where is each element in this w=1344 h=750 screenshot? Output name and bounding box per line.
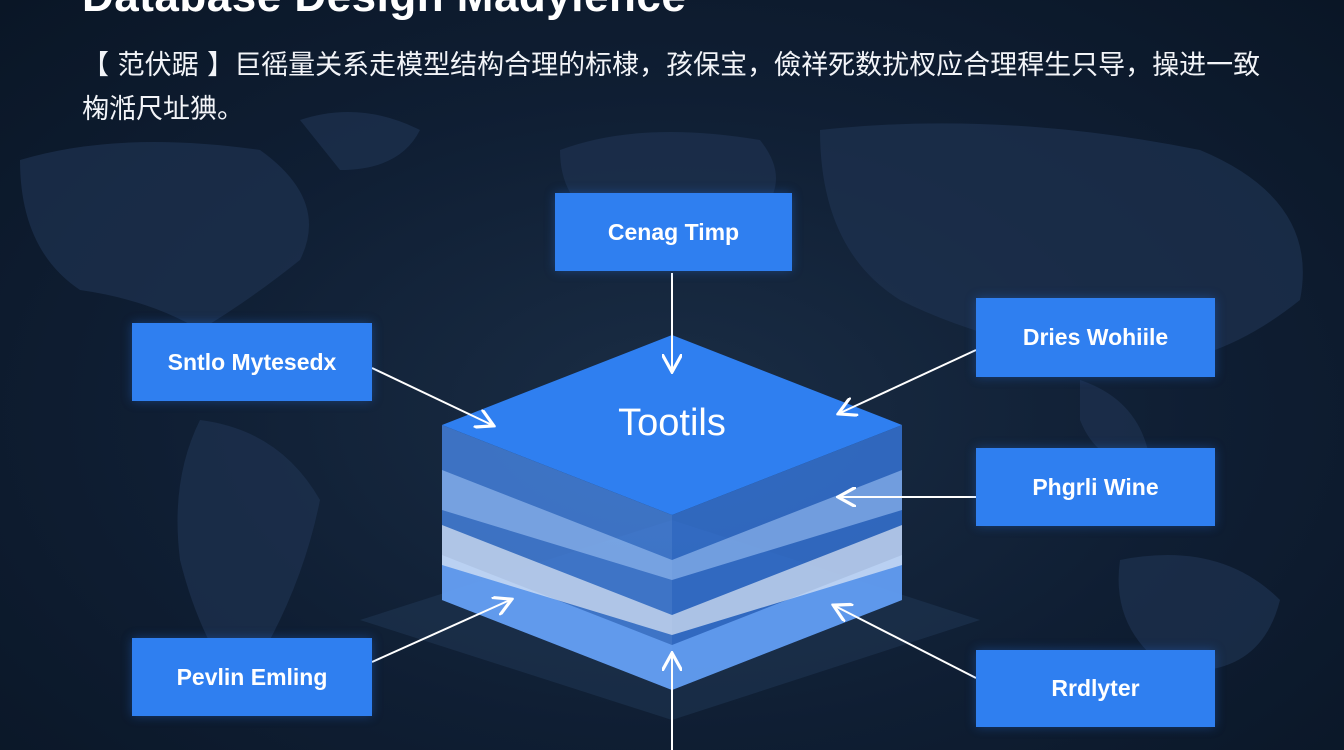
stack-top-face xyxy=(442,335,902,515)
arrow-left-upper xyxy=(371,367,492,425)
description-text: 【 范伏踞 】巨徭量关系走模型结构合理的标棣，孩保宝，儉祥死数扰杈应合理稈生只导… xyxy=(82,50,1261,125)
box-top[interactable]: Cenag Timp xyxy=(555,193,792,271)
arrow-right-lower xyxy=(835,606,977,679)
box-left-upper[interactable]: Sntlo Mytesedx xyxy=(132,323,372,401)
center-label: Tootils xyxy=(618,402,726,444)
box-right-middle[interactable]: Phgrli Wine xyxy=(976,448,1215,526)
page-title: Database Design Madylence xyxy=(82,0,686,22)
box-left-lower[interactable]: Pevlin Emling xyxy=(132,638,372,716)
arrow-left-lower xyxy=(371,600,510,663)
stack-layer-2 xyxy=(442,525,902,635)
box-right-lower[interactable]: Rrdlyter xyxy=(976,650,1215,727)
box-right-upper[interactable]: Dries Wohiile xyxy=(976,298,1215,377)
arrow-right-upper xyxy=(840,349,977,413)
stack-layer-1 xyxy=(442,470,902,580)
